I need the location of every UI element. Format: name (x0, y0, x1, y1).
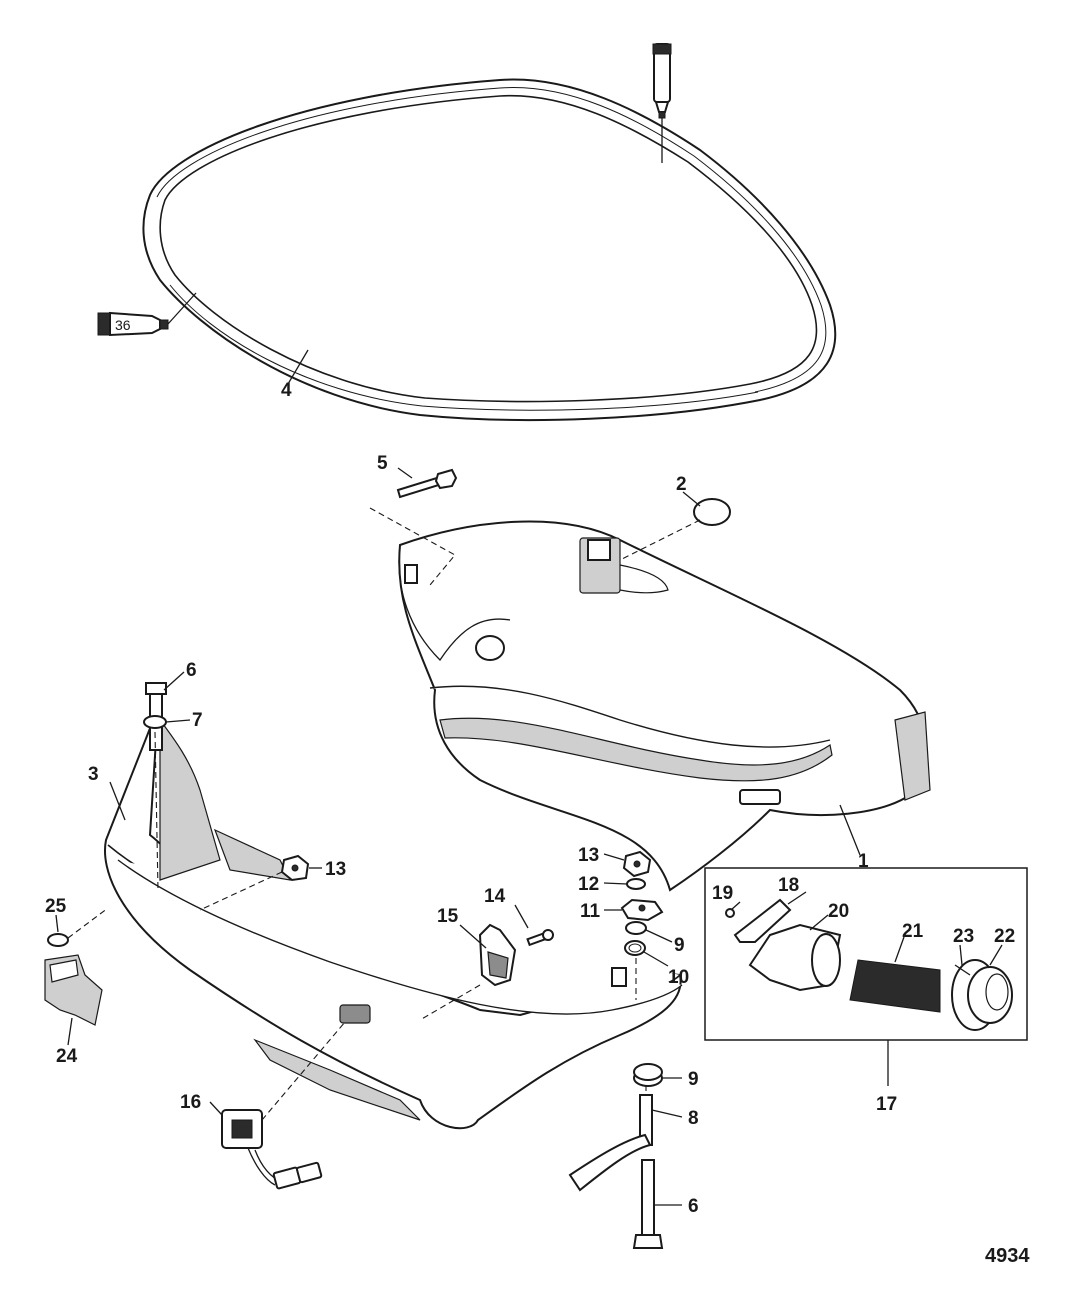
nut-right (622, 850, 652, 878)
callout-13-left: 13 (325, 859, 346, 880)
callout-6-upper: 6 (186, 660, 197, 681)
callout-8: 8 (688, 1108, 699, 1129)
cowl-rear-upper (398, 520, 931, 892)
callout-25: 25 (45, 896, 67, 917)
grommet-lower (633, 1063, 663, 1087)
callout-10: 10 (668, 967, 689, 988)
callout-14: 14 (484, 886, 506, 907)
washer-right (626, 878, 646, 890)
callout-24: 24 (56, 1046, 78, 1067)
cowl-bolt (396, 468, 458, 499)
o-ring (624, 940, 646, 956)
washer-upper (143, 715, 167, 729)
clip-screw (526, 929, 554, 947)
callout-19: 19 (712, 883, 733, 904)
latch-plate (620, 898, 664, 922)
tube-label: 36 (115, 317, 131, 333)
callout-12: 12 (578, 874, 599, 895)
callout-17: 17 (876, 1094, 897, 1115)
callout-15: 15 (437, 906, 459, 927)
bolt-lower (632, 1159, 664, 1249)
figure-number: 4934 (985, 1245, 1030, 1267)
cowl-seal-ring (142, 78, 837, 421)
sealant-tube-top (652, 43, 672, 163)
callout-18: 18 (778, 875, 799, 896)
cowl-clip (478, 923, 517, 987)
callout-5: 5 (377, 453, 388, 474)
callout-11: 11 (580, 901, 601, 922)
callout-9-upper: 9 (674, 935, 685, 956)
callout-20: 20 (828, 901, 849, 922)
cowl-front-lower (104, 707, 683, 1130)
callout-16: 16 (180, 1092, 201, 1113)
callout-9-lower: 9 (688, 1069, 699, 1090)
callout-23: 23 (953, 926, 974, 947)
callout-4: 4 (281, 380, 292, 401)
switch-harness (221, 1109, 323, 1190)
washer-left (47, 933, 69, 947)
cowl-plug (693, 498, 731, 526)
sealant-tube-36: 36 (97, 292, 197, 337)
callout-6-lower: 6 (688, 1196, 699, 1217)
callout-13-right: 13 (578, 845, 599, 866)
callout-7: 7 (192, 710, 203, 731)
nut-left (280, 854, 310, 882)
callout-3: 3 (88, 764, 99, 785)
callout-2: 2 (676, 474, 687, 495)
callout-1: 1 (858, 851, 869, 872)
stud-bracket (568, 1085, 653, 1192)
callout-22: 22 (994, 926, 1015, 947)
latch-bracket (44, 954, 103, 1026)
kit-17-box (704, 867, 1028, 1041)
grommet-upper (625, 921, 647, 935)
callout-21: 21 (902, 921, 924, 942)
